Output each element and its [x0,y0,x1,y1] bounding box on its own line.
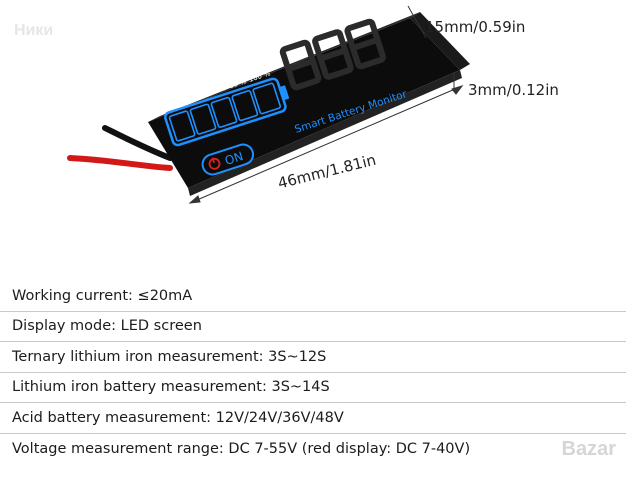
spec-display-mode: Display mode: LED screen [0,312,626,342]
product-image: 20 % 40 % 60 % 80 % 100 % Smart Battery … [67,5,470,204]
spec-voltage-range: Voltage measurement range: DC 7-55V (red… [12,440,471,457]
spec-ternary-lithium: Ternary lithium iron measurement: 3S~12S [0,342,626,373]
specifications-list: Working current: ≤20mA Display mode: LED… [0,281,626,464]
dimension-lines [188,5,464,204]
watermark-top: Ники [14,22,54,39]
wires [67,125,173,171]
power-button: ON [201,143,255,176]
power-label: ON [223,149,245,168]
watermark-bottom: Bazar [561,438,616,460]
power-icon [208,157,221,170]
spec-working-current: Working current: ≤20mA [0,281,626,312]
dimension-thickness-label: 3mm/0.12in [468,81,559,99]
dimension-width-label: 15mm/0.59in [425,18,526,36]
spec-acid-battery: Acid battery measurement: 12V/24V/36V/48… [0,403,626,434]
led-display [279,18,386,91]
spec-lithium-iron: Lithium iron battery measurement: 3S~14S [0,373,626,403]
